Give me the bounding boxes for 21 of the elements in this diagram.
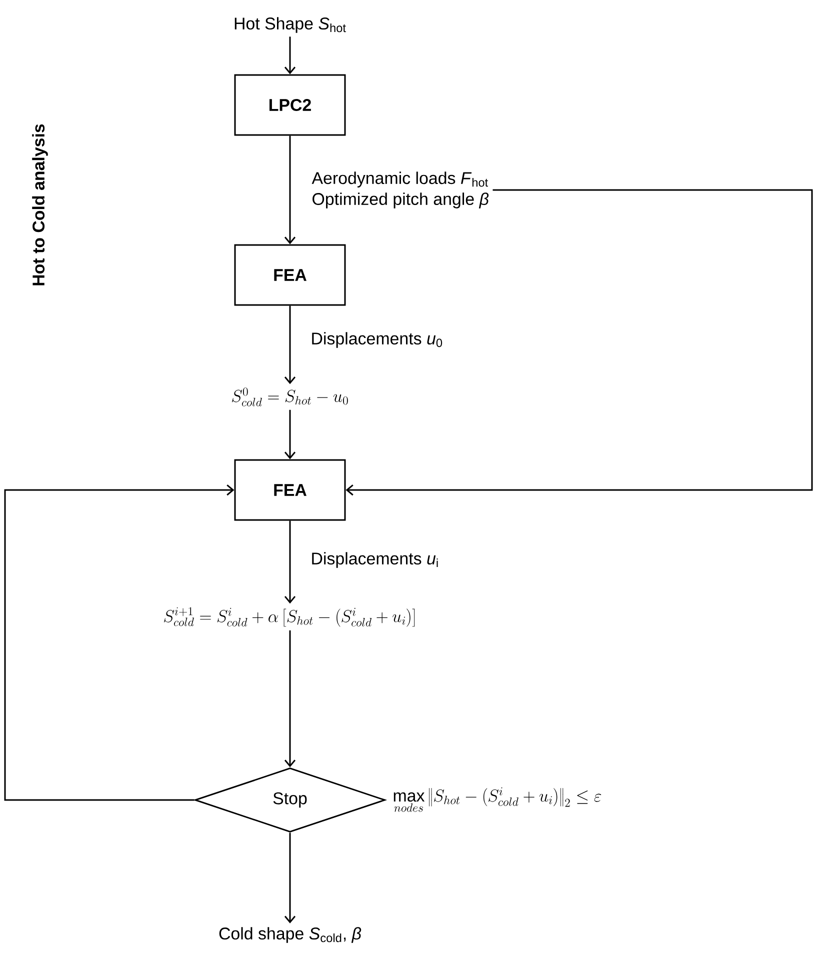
side-label: Hot to Cold analysis (32, 124, 48, 286)
arrow (284, 832, 296, 924)
input-label: Hot Shape S$_{hot}$ (234, 17, 346, 33)
stop-condition: $\max\limits_{nodes}\left\|S_{hot}-\left(S_{cold}^{i}+u_i\right)\right\|_2\leq\varepsilon$ (394, 787, 602, 812)
arrow (284, 36, 296, 74)
output-label: Aerodynamic loads F$_{hot}$ Optimized pitch angle β (312, 172, 489, 208)
update-formula: $S_{cold}^{0}=S_{hot}-u_0$ (232, 388, 348, 406)
output-label: Cold shape S$_{cold}$, β (219, 927, 362, 943)
arrow (4, 484, 234, 801)
process-box: FEA (234, 244, 346, 306)
arrow (284, 136, 296, 244)
arrow (284, 630, 296, 768)
edge-label: Displacements u$_{i}$ (308, 550, 442, 570)
update-formula: $S_{cold}^{i+1}=S_{cold}^{i}+\alpha\left[S_{hot}-\left(S_{cold}^{i}+u_i\right)\right]$ (164, 607, 415, 627)
edge-label: Displacements u$_{0}$ (308, 330, 446, 350)
process-box: LPC2 (234, 74, 346, 136)
arrow (284, 520, 296, 604)
arrow (346, 189, 813, 496)
arrow (284, 410, 296, 460)
process-box: FEA (234, 459, 346, 521)
arrow (284, 306, 296, 384)
